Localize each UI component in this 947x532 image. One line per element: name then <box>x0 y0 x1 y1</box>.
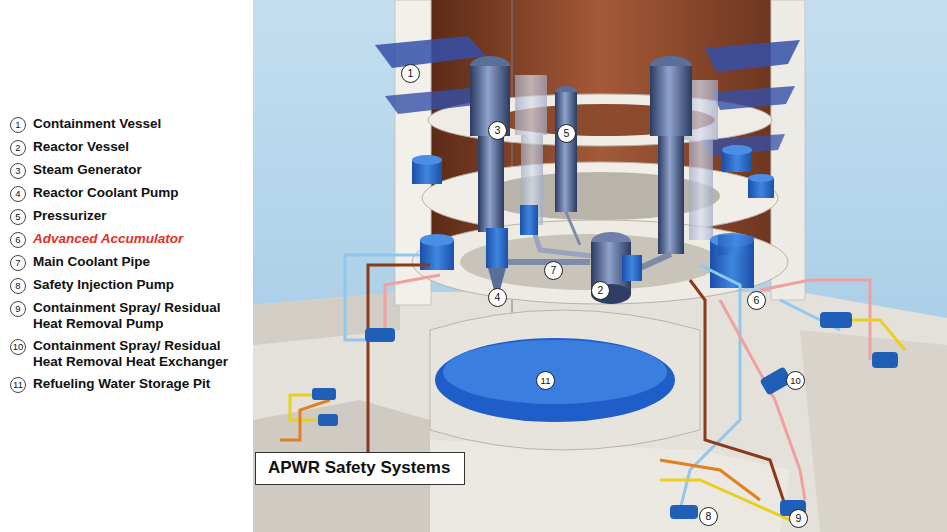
callout-number: 1 <box>401 64 420 83</box>
list-item: 10 Containment Spray/ Residual Heat Remov… <box>10 338 250 370</box>
list-number: 6 <box>10 232 26 248</box>
list-item: 3 Steam Generator <box>10 162 250 179</box>
callout-number: 8 <box>699 507 718 526</box>
list-number: 10 <box>10 339 26 355</box>
part-name: Containment Spray/ Residual Heat Removal… <box>33 300 248 332</box>
list-item: 1 Containment Vessel <box>10 116 250 133</box>
part-name: Steam Generator <box>33 162 248 178</box>
callout-number: 5 <box>557 124 576 143</box>
callout-number: 7 <box>544 261 563 280</box>
floors <box>412 94 788 304</box>
callout-number: 10 <box>786 371 805 390</box>
part-name: Reactor Coolant Pump <box>33 185 248 201</box>
background <box>253 0 947 532</box>
list-number: 4 <box>10 186 26 202</box>
accumulators <box>412 145 774 288</box>
list-item: 7 Main Coolant Pipe <box>10 254 250 271</box>
part-name: Pressurizer <box>33 208 248 224</box>
steam-generators <box>470 56 718 254</box>
top-plates <box>375 36 800 156</box>
part-name: Main Coolant Pipe <box>33 254 248 270</box>
part-name: Containment Vessel <box>33 116 248 132</box>
callout-number: 4 <box>488 288 507 307</box>
list-item: 8 Safety Injection Pump <box>10 277 250 294</box>
list-number: 11 <box>10 377 26 393</box>
part-name: Safety Injection Pump <box>33 277 248 293</box>
list-item: 2 Reactor Vessel <box>10 139 250 156</box>
list-number: 5 <box>10 209 26 225</box>
list-item: 11 Refueling Water Storage Pit <box>10 376 250 393</box>
title-box: APWR Safety Systems <box>255 452 465 485</box>
part-name: Refueling Water Storage Pit <box>33 376 248 392</box>
part-name: Advanced Accumulator <box>33 231 248 247</box>
pressurizer <box>555 86 577 212</box>
part-list: 1 Containment Vessel 2 Reactor Vessel 3 Steam… <box>10 116 250 393</box>
list-number: 8 <box>10 278 26 294</box>
list-number: 9 <box>10 301 26 317</box>
part-name: Reactor Vessel <box>33 139 248 155</box>
list-number: 1 <box>10 117 26 133</box>
refueling-pit <box>430 310 700 450</box>
callout-number: 3 <box>488 121 507 140</box>
callout-number: 9 <box>789 509 808 528</box>
list-number: 7 <box>10 255 26 271</box>
list-item: 6 Advanced Accumulator <box>10 231 250 248</box>
list-item: 5 Pressurizer <box>10 208 250 225</box>
reactor-coolant-pump <box>486 205 538 290</box>
coolant-pipes <box>491 212 671 268</box>
list-number: 3 <box>10 163 26 179</box>
list-item: 4 Reactor Coolant Pump <box>10 185 250 202</box>
callout-number: 11 <box>536 371 555 390</box>
callout-number: 2 <box>591 281 610 300</box>
list-number: 2 <box>10 140 26 156</box>
part-name: Containment Spray/ Residual Heat Removal… <box>33 338 248 370</box>
callout-number: 6 <box>747 291 766 310</box>
reactor-vessel <box>591 232 642 304</box>
title-text: APWR Safety Systems <box>268 458 450 478</box>
pumps <box>312 312 898 519</box>
list-item: 9 Containment Spray/ Residual Heat Remova… <box>10 300 250 332</box>
containment-vessel <box>395 0 805 440</box>
